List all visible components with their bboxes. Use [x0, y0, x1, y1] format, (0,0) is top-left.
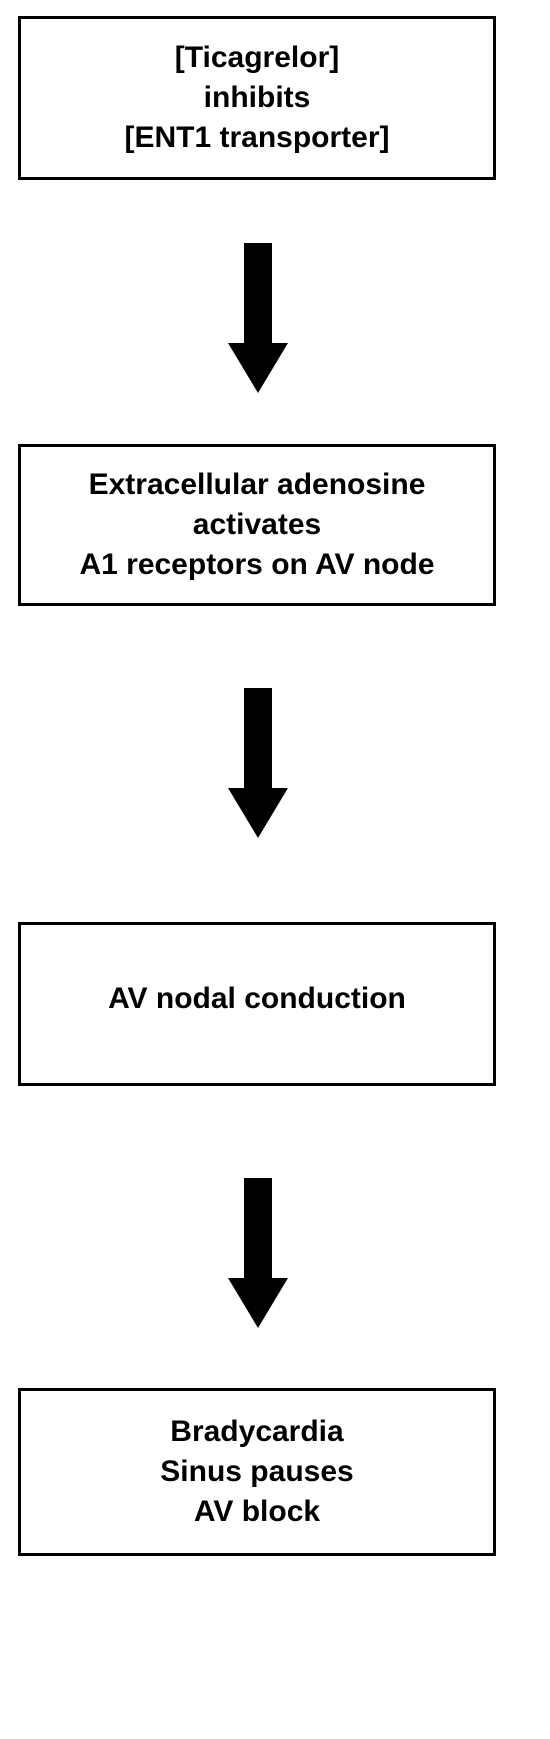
step-1-line-2: inhibits [203, 81, 311, 114]
step-2-line-2: activates [192, 508, 322, 541]
step-3-line-1: AV nodal conduction [108, 982, 406, 1015]
down-arrow-2 [228, 688, 288, 838]
step-1-line-1: [Ticagrelor] [174, 41, 340, 74]
step-box-outcomes: Bradycardia Sinus pauses AV block [18, 1388, 496, 1556]
step-4-line-3: AV block [193, 1495, 321, 1528]
step-box-adenosine: Extracellular adenosine activates A1 rec… [18, 444, 496, 606]
step-1-line-3: [ENT1 transporter] [124, 121, 390, 154]
step-2-line-3: A1 receptors on AV node [79, 548, 435, 581]
down-arrow-3 [228, 1178, 288, 1328]
step-box-ticagrelor: [Ticagrelor] inhibits [ENT1 transporter] [18, 16, 496, 180]
down-arrow-1 [228, 243, 288, 393]
step-2-line-1: Extracellular adenosine [88, 468, 426, 501]
step-4-line-2: Sinus pauses [160, 1455, 354, 1488]
step-4-line-1: Bradycardia [170, 1415, 344, 1448]
step-box-av-nodal-conduction: AV nodal conduction [18, 922, 496, 1086]
